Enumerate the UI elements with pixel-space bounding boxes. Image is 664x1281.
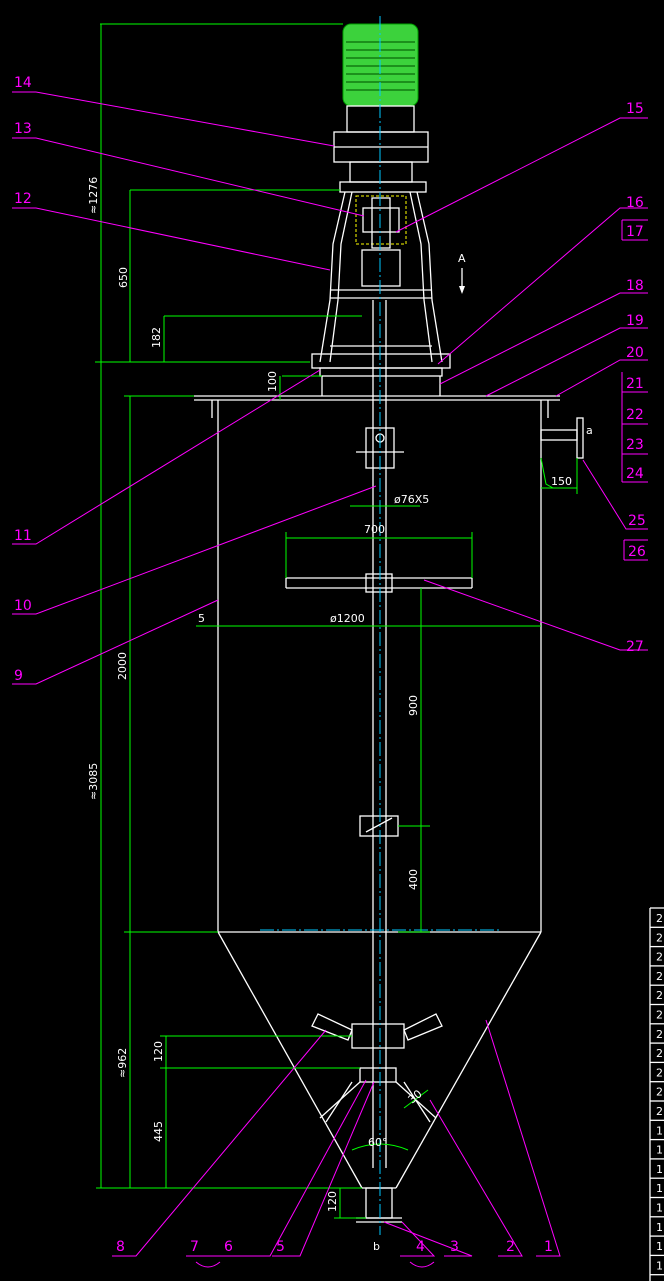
dim-900: 900	[407, 695, 420, 716]
callout-18: 18	[626, 278, 644, 294]
callout-22: 22	[626, 407, 644, 423]
dim-400: 400	[407, 869, 420, 890]
callout-4: 4	[416, 1239, 425, 1255]
dim-2000: 2000	[116, 652, 129, 680]
view-arrow-a	[459, 268, 465, 294]
callout-17: 17	[626, 224, 644, 240]
callout-2: 2	[506, 1239, 515, 1255]
parts-list-row-number: 2	[656, 931, 663, 944]
dim-150: 150	[551, 475, 572, 488]
callout-25: 25	[628, 513, 646, 529]
dim-650: 650	[117, 267, 130, 288]
callout-20: 20	[626, 345, 644, 361]
parts-list-row-number: 1	[656, 1163, 663, 1176]
dim-3085: ≈3085	[87, 763, 100, 800]
callout-15: 15	[626, 101, 644, 117]
dim-182: 182	[150, 327, 163, 348]
parts-list-row-number: 1	[656, 1202, 663, 1215]
tank-shell	[211, 400, 549, 933]
parts-list-row-number: 2	[656, 1066, 663, 1079]
parts-list-row-number: 2	[656, 1047, 663, 1060]
parts-list-row-number: 1	[656, 1182, 663, 1195]
callout-21: 21	[626, 376, 644, 392]
dim-962: ≈962	[116, 1048, 129, 1078]
parts-list-row-number: 2	[656, 951, 663, 964]
callout-24: 24	[626, 466, 644, 482]
parts-list-row-number: 2	[656, 1009, 663, 1022]
parts-list-table: 2 2 2 2 2 2 2 2 2 2 2 1 1 1 1 1 1 1 1	[649, 907, 664, 1281]
agitator-shaft	[372, 300, 387, 1168]
parts-list-row-number: 2	[656, 1028, 663, 1041]
tank-flange-cover	[194, 376, 560, 401]
nozzle-a-label: a	[586, 424, 593, 437]
callout-10: 10	[14, 598, 32, 614]
dim-445: 445	[152, 1121, 165, 1142]
dim-700: 700	[364, 523, 385, 536]
callout-numbers: 14 13 12 15 16 17 18 19 20 21 22 23 24 2…	[14, 75, 646, 1255]
dimension-lines	[95, 23, 578, 1219]
dim-pipe: ø76X5	[394, 493, 429, 506]
dim-angle-60: 60°	[368, 1136, 388, 1149]
callout-12: 12	[14, 191, 32, 207]
callout-11: 11	[14, 528, 32, 544]
callout-8: 8	[116, 1239, 125, 1255]
paddle-impeller-upper	[285, 573, 473, 593]
callout-13: 13	[14, 121, 32, 137]
parts-list-row-number: 2	[656, 970, 663, 983]
callout-23: 23	[626, 437, 644, 453]
callout-3: 3	[450, 1239, 459, 1255]
dim-1276: ≈1276	[87, 177, 100, 214]
leader-lines	[12, 91, 648, 1268]
callout-26: 26	[628, 544, 646, 560]
dim-120-upper: 120	[152, 1041, 165, 1062]
callout-6: 6	[224, 1239, 233, 1255]
callout-14: 14	[14, 75, 32, 91]
callout-27: 27	[626, 639, 644, 655]
dim-1200: ø1200	[330, 612, 365, 625]
dim-100: 100	[266, 371, 279, 392]
view-marker-a: A	[458, 252, 466, 265]
parts-list-row-number: 1	[656, 1144, 663, 1157]
callout-9: 9	[14, 668, 23, 684]
parts-list-row-number: 2	[656, 912, 663, 925]
side-nozzle	[540, 417, 584, 459]
callout-16: 16	[626, 195, 644, 211]
dim-5: 5	[198, 612, 205, 625]
parts-list-row-number: 2	[656, 1105, 663, 1118]
parts-list-row-number: 1	[656, 1240, 663, 1253]
callout-7: 7	[190, 1239, 199, 1255]
bearing-frame	[311, 191, 451, 377]
parts-list-row-number: 1	[656, 1259, 663, 1272]
parts-list-row-number: 1	[656, 1124, 663, 1137]
parts-list-rows: 2 2 2 2 2 2 2 2 2 2 2 1 1 1 1 1 1 1 1	[650, 912, 664, 1276]
callout-1: 1	[544, 1239, 553, 1255]
callout-19: 19	[626, 313, 644, 329]
callout-5: 5	[276, 1239, 285, 1255]
nozzle-b-label: b	[373, 1240, 380, 1253]
parts-list-row-number: 1	[656, 1221, 663, 1234]
centerlines	[260, 16, 500, 1235]
parts-list-row-number: 2	[656, 1086, 663, 1099]
dim-120-lower: 120	[326, 1191, 339, 1212]
parts-list-row-number: 2	[656, 989, 663, 1002]
